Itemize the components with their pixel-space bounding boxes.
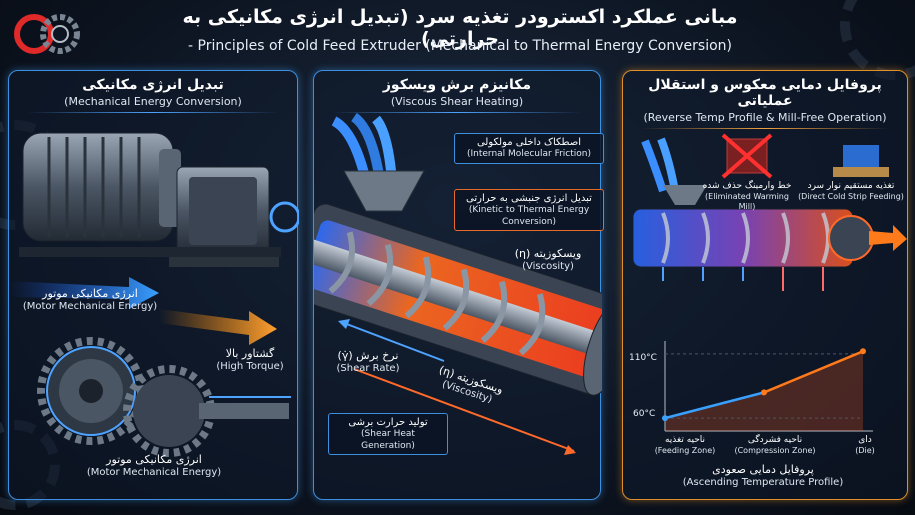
shear-rate-arrow-icon [338,319,445,362]
kinetic-label-fa: تبدیل انرژی جنبشی به حرارتی [466,193,592,204]
divider [27,112,279,113]
panel-header: تبدیل انرژی مکانیکی (Mechanical Energy C… [9,77,297,113]
chart-title-fa: پروفایل دمایی صعودی [712,463,814,476]
reverse-temp-panel: پروفایل دمایی معکوس و استقلال عملیاتی (R… [622,70,908,500]
motor-energy-label-2-fa: انرژی مکانیکی موتور [106,453,202,466]
shear-rate-label-en: (Shear Rate) [336,362,400,374]
extruder-barrel-illustration [314,112,602,455]
viscosity-arrow-icon [353,368,576,455]
chart-title-en: (Ascending Temperature Profile) [682,476,844,488]
y-tick-60: 60°C [633,409,656,419]
panel-title: مکانیزم برش ویسکوز [382,77,532,93]
motor-illustration [9,132,299,457]
temperature-line-segment [664,391,765,420]
shear-rate-label-fa: نرخ برش (γ̇) [337,349,399,362]
eliminated-mill-icon [721,133,773,179]
shear-heat-box: تولید حرارت برشی (Shear Heat Generation) [328,413,448,456]
motor-energy-label-2-en: (Motor Mechanical Energy) [86,466,222,478]
high-torque-label-en: (High Torque) [216,360,284,372]
motor-energy-label: انرژی مکانیکی موتور (Motor Mechanical En… [15,287,165,313]
divider [332,112,582,113]
torque-arrow-icon [159,309,277,345]
extruder-side-illustration [632,133,907,432]
shear-rate-label: نرخ برش (γ̇) (Shear Rate) [320,349,416,375]
temperature-point [662,415,668,422]
temperature-point [860,348,866,355]
high-torque-label-fa: گشتاور بالا [225,347,275,360]
y-tick-110: 110°C [629,353,657,363]
motor-energy-label-fa: انرژی مکانیکی موتور [42,287,138,300]
x-label-feeding-en: (Feeding Zone) [654,446,716,456]
viscous-shear-panel: مکانیزم برش ویسکوز (Viscous Shear Heatin… [313,70,604,500]
motor-energy-label-2: انرژی مکانیکی موتور (Motor Mechanical En… [69,453,239,479]
temperature-line-segment [763,350,864,394]
cold-strip-label: تغذیه مستقیم نوار سرد (Direct Cold Strip… [795,181,907,202]
panel-header: مکانیزم برش ویسکوز (Viscous Shear Heatin… [314,77,600,113]
background-gear-decoration [840,0,915,80]
panel-subtitle: (Viscous Shear Heating) [390,95,524,108]
energy-arrow-icon [9,277,159,309]
divider [641,128,889,129]
friction-label-en: (Internal Molecular Friction) [466,149,592,159]
mill-label-en: (Eliminated Warming Mill) [705,192,789,212]
cold-strip-pallet-icon [833,145,889,177]
high-torque-label: گشتاور بالا (High Torque) [205,347,295,373]
viscosity-label-fa: ویسکوزیته (η) [514,247,582,260]
shear-heat-label-en: (Shear Heat Generation) [361,429,415,451]
x-label-feeding-fa: ناحیه تغذیه [664,435,706,445]
friction-box: اصطکاک داخلی مولکولی (Internal Molecular… [454,133,604,164]
gear-logo-icon [14,14,80,54]
page-title: مبانی عملکرد اکسترودر تغذیه سرد (تبدیل ا… [182,6,738,50]
x-label-die-en: (Die) [855,446,875,456]
feed-strips-icon [641,137,679,193]
panel-title: پروفایل دمایی معکوس و استقلال عملیاتی [648,77,882,109]
kinetic-thermal-box: تبدیل انرژی جنبشی به حرارتی (Kinetic to … [454,189,604,232]
strip-label-fa: تغذیه مستقیم نوار سرد [807,181,895,191]
x-label-compression: ناحیه فشردگی (Compression Zone) [727,435,823,456]
panel-header: پروفایل دمایی معکوس و استقلال عملیاتی (R… [623,77,907,129]
output-arrow-icon [869,225,907,251]
barrel-icon [314,203,602,396]
panel-title: تبدیل انرژی مکانیکی [82,77,224,93]
shear-heat-label-fa: تولید حرارت برشی [348,417,428,428]
mill-label-fa: خط وارمینگ حذف شده [702,181,792,191]
x-label-die: دای (Die) [845,435,885,456]
temperature-sensors-icon [662,267,744,281]
temperature-area [665,351,863,431]
temperature-chart-plot [662,348,866,431]
viscosity-label-en: (Viscosity) [522,260,574,272]
x-label-compression-en: (Compression Zone) [734,446,816,456]
viscosity-label: ویسکوزیته (η) (Viscosity) [500,247,596,273]
coupling-glow-icon [269,201,299,233]
hopper-icon [343,170,425,212]
hopper-icon [663,185,707,205]
temperature-point [761,389,767,396]
panel-subtitle: (Mechanical Energy Conversion) [64,95,242,108]
gear-assembly-icon [37,337,291,457]
panel-subtitle: (Reverse Temp Profile & Mill-Free Operat… [643,111,887,124]
strip-label-en: (Direct Cold Strip Feeding) [798,192,904,202]
x-label-feeding: ناحیه تغذیه (Feeding Zone) [647,435,723,456]
motor-energy-label-en: (Motor Mechanical Energy) [22,300,158,312]
kinetic-label-en: (Kinetic to Thermal Energy Conversion) [468,205,590,227]
friction-label-fa: اصطکاک داخلی مولکولی [476,137,582,148]
eliminated-mill-label: خط وارمینگ حذف شده (Eliminated Warming M… [697,181,797,212]
gearbox-icon [169,166,279,267]
electric-motor-icon [22,132,181,242]
x-label-compression-fa: ناحیه فشردگی [747,435,803,445]
x-label-die-fa: دای [858,435,872,445]
chart-title: پروفایل دمایی صعودی (Ascending Temperatu… [663,463,863,489]
page-subtitle: - Principles of Cold Feed Extruder (Mech… [188,38,732,54]
mechanical-energy-panel: تبدیل انرژی مکانیکی (Mechanical Energy C… [8,70,299,500]
